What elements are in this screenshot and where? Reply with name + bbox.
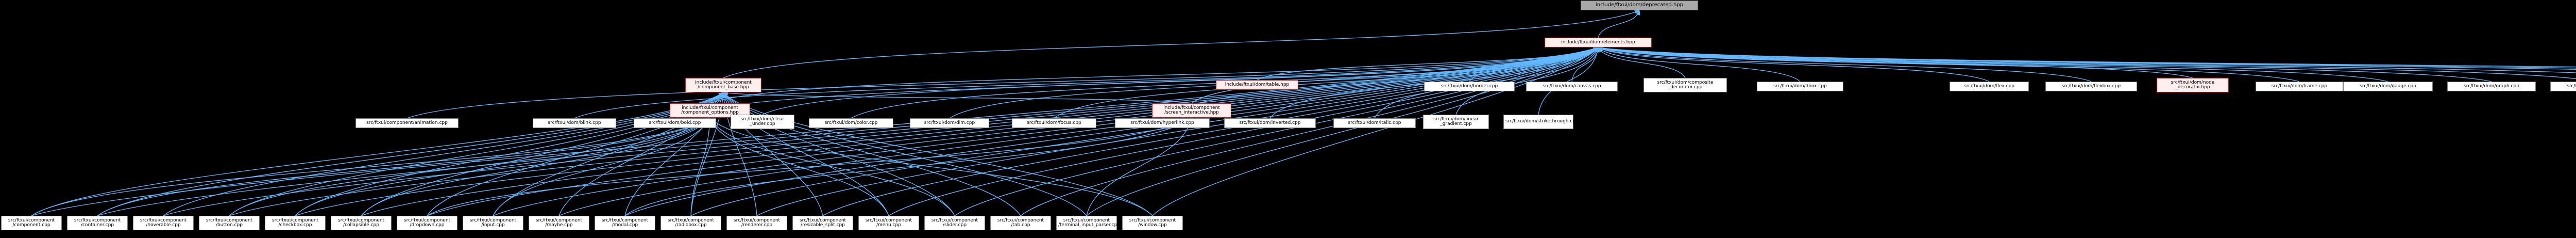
graph-node-label: src/ftxui/dom/border.cpp <box>1440 83 1498 89</box>
graph-node-label: src/ftxui/dom/dim.cpp <box>924 120 975 125</box>
graph-node[interactable]: src/ftxui/component /window.cpp <box>1122 216 1183 230</box>
graph-node[interactable]: src/ftxui/dom/flexbox.cpp <box>2045 82 2137 91</box>
graph-node-label: src/ftxui/dom/flexbox.cpp <box>2061 83 2121 89</box>
graph-node[interactable]: src/ftxui/component /menu.cpp <box>858 216 919 230</box>
graph-node-label: src/ftxui/component /input.cpp <box>469 217 517 228</box>
graph-node[interactable]: src/ftxui/component /renderer.cpp <box>726 216 787 230</box>
graph-node[interactable]: src/ftxui/dom/hyperlink.cpp <box>1115 118 1210 128</box>
graph-node-label: include/ftxui/component /component_base.… <box>695 80 752 90</box>
graph-node[interactable]: src/ftxui/dom/strikethrough.cpp <box>1503 115 1579 129</box>
graph-node-label: src/ftxui/component /resizable_split.cpp <box>799 217 846 228</box>
graph-node-label: src/ftxui/dom/frame.cpp <box>2271 83 2328 89</box>
graph-node[interactable]: include/ftxui/dom/deprecated.hpp <box>1581 1 1698 10</box>
graph-node-label: include/ftxui/dom/table.hpp <box>1225 82 1290 87</box>
graph-node-label: src/ftxui/component /tab.cpp <box>997 217 1044 228</box>
graph-node[interactable]: src/ftxui/component /collapsible.cpp <box>331 216 392 230</box>
graph-node-label: src/ftxui/component /container.cpp <box>74 217 121 228</box>
graph-node[interactable]: src/ftxui/dom/frame.cpp <box>2256 82 2343 91</box>
graph-node[interactable]: src/ftxui/dom/composite _decorator.cpp <box>1643 78 1727 92</box>
graph-node[interactable]: src/ftxui/component /slider.cpp <box>924 216 985 230</box>
graph-node[interactable]: src/ftxui/component /dropdown.cpp <box>397 216 457 230</box>
graph-node[interactable]: src/ftxui/dom/flex.cpp <box>1950 82 2029 91</box>
graph-node-label: include/ftxui/dom/deprecated.hpp <box>1596 2 1683 8</box>
graph-node-label: src/ftxui/dom/bold.cpp <box>649 120 701 125</box>
graph-node[interactable]: include/ftxui/component /screen_interact… <box>1152 103 1231 118</box>
graph-node[interactable]: src/ftxui/dom/graph.cpp <box>2447 82 2536 91</box>
graph-node-label: src/ftxui/dom/inverted.cpp <box>1239 120 1301 125</box>
graph-node-label: src/ftxui/dom/hyperlink.cpp <box>1130 120 1194 125</box>
graph-node-label: src/ftxui/component /maybe.cpp <box>535 217 583 228</box>
graph-node-label: src/ftxui/component /terminal_input_pars… <box>1058 217 1121 228</box>
graph-node-label: src/ftxui/component/animation.cpp <box>366 120 448 125</box>
graph-node-label: include/ftxui/dom/elements.hpp <box>1561 39 1635 45</box>
graph-node[interactable]: src/ftxui/dom/dim.cpp <box>910 118 989 128</box>
graph-node-label: include/ftxui/component /component_optio… <box>681 105 739 115</box>
graph-node-label: src/ftxui/dom/composite _decorator.cpp <box>1657 80 1714 90</box>
graph-node-label: src/ftxui/component /button.cpp <box>206 217 253 228</box>
graph-node[interactable]: src/ftxui/dom/gridbox.cpp <box>2550 82 2576 91</box>
graph-node[interactable]: src/ftxui/dom/linear _gradient.cpp <box>1423 115 1489 129</box>
graph-node-label: src/ftxui/dom/blink.cpp <box>548 120 601 125</box>
graph-node-label: src/ftxui/dom/node _decorator.hpp <box>2171 80 2215 90</box>
graph-node[interactable]: src/ftxui/component /input.cpp <box>463 216 523 230</box>
graph-node-label: src/ftxui/dom/focus.cpp <box>1027 120 1081 125</box>
graph-node[interactable]: src/ftxui/component /resizable_split.cpp <box>792 216 853 230</box>
graph-node-label: src/ftxui/component /checkbox.cpp <box>272 217 319 228</box>
graph-node-label: src/ftxui/dom/strikethrough.cpp <box>1505 119 1579 124</box>
graph-node[interactable]: src/ftxui/component /checkbox.cpp <box>265 216 326 230</box>
graph-node-label: src/ftxui/dom/italic.cpp <box>1348 120 1401 125</box>
graph-node-label: src/ftxui/component /hoverable.cpp <box>140 217 187 228</box>
graph-node[interactable]: src/ftxui/dom/dbox.cpp <box>1757 82 1843 91</box>
graph-node[interactable]: src/ftxui/dom/blink.cpp <box>533 118 616 128</box>
graph-node[interactable]: src/ftxui/component /tab.cpp <box>990 216 1051 230</box>
graph-node[interactable]: src/ftxui/dom/italic.cpp <box>1333 118 1416 128</box>
graph-node-label: src/ftxui/component /window.cpp <box>1129 217 1176 228</box>
graph-node[interactable]: src/ftxui/component /modal.cpp <box>595 216 655 230</box>
graph-node[interactable]: src/ftxui/dom/canvas.cpp <box>1526 82 1618 91</box>
graph-node[interactable]: src/ftxui/dom/gauge.cpp <box>2343 82 2433 91</box>
graph-node-label: src/ftxui/dom/linear _gradient.cpp <box>1433 116 1479 126</box>
graph-node[interactable]: include/ftxui/component /component_base.… <box>685 78 761 92</box>
graph-node-label: src/ftxui/component /collapsible.cpp <box>337 217 385 228</box>
graph-node-label: src/ftxui/component /radiobox.cpp <box>667 217 715 228</box>
graph-node[interactable]: src/ftxui/component /component.cpp <box>1 216 62 230</box>
graph-node[interactable]: src/ftxui/component /hoverable.cpp <box>133 216 194 230</box>
graph-node-label: src/ftxui/component /modal.cpp <box>601 217 649 228</box>
graph-node-label: src/ftxui/dom/flex.cpp <box>1964 83 2014 89</box>
graph-node-label: src/ftxui/dom/clear _under.cpp <box>740 116 785 126</box>
graph-node-label: include/ftxui/component /screen_interact… <box>1163 105 1220 115</box>
graph-node-label: src/ftxui/component /menu.cpp <box>865 217 912 228</box>
graph-node-label: src/ftxui/dom/gauge.cpp <box>2360 83 2416 89</box>
graph-node[interactable]: src/ftxui/component /radiobox.cpp <box>660 216 721 230</box>
graph-node[interactable]: src/ftxui/component /container.cpp <box>67 216 128 230</box>
graph-node-label: src/ftxui/component /renderer.cpp <box>733 217 781 228</box>
graph-node-label: src/ftxui/component /dropdown.cpp <box>403 217 451 228</box>
graph-node-label: src/ftxui/dom/canvas.cpp <box>1543 83 1601 89</box>
graph-node-label: src/ftxui/dom/graph.cpp <box>2464 83 2519 89</box>
graph-node[interactable]: include/ftxui/dom/table.hpp <box>1216 80 1298 90</box>
graph-node[interactable]: src/ftxui/dom/focus.cpp <box>1012 118 1096 128</box>
graph-node[interactable]: src/ftxui/dom/clear _under.cpp <box>731 115 794 129</box>
graph-node[interactable]: src/ftxui/dom/bold.cpp <box>634 118 716 128</box>
graph-node[interactable]: src/ftxui/component/animation.cpp <box>355 118 459 128</box>
graph-node[interactable]: src/ftxui/component /terminal_input_pars… <box>1056 216 1121 230</box>
graph-node-label: src/ftxui/component /component.cpp <box>8 217 55 228</box>
graph-node[interactable]: src/ftxui/component /maybe.cpp <box>529 216 589 230</box>
graph-node[interactable]: include/ftxui/dom/elements.hpp <box>1545 38 1652 47</box>
graph-node[interactable]: src/ftxui/component /button.cpp <box>199 216 260 230</box>
graph-node[interactable]: src/ftxui/dom/node _decorator.hpp <box>2157 78 2229 92</box>
graph-node-label: src/ftxui/dom/color.cpp <box>824 120 878 125</box>
graph-node[interactable]: src/ftxui/dom/color.cpp <box>809 118 893 128</box>
graph-node-label: src/ftxui/component /slider.cpp <box>931 217 978 228</box>
graph-node[interactable]: src/ftxui/dom/inverted.cpp <box>1224 118 1316 128</box>
graph-node[interactable]: src/ftxui/dom/border.cpp <box>1424 82 1515 91</box>
graph-node-label: src/ftxui/dom/dbox.cpp <box>1773 83 1827 89</box>
graph-node-label: src/ftxui/dom/gridbox.cpp <box>2567 83 2576 89</box>
